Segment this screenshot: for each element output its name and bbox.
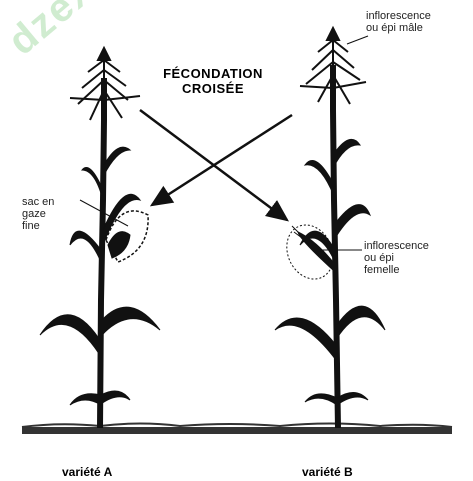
title-line-1: FÉCONDATION	[138, 66, 288, 81]
plant-variety-a	[40, 48, 160, 428]
ground	[22, 424, 452, 435]
diagram-title: FÉCONDATION CROISÉE	[138, 66, 288, 96]
label-inflorescence-male: inflorescence ou épi mâle	[366, 10, 431, 34]
leader-male	[347, 36, 368, 44]
title-line-2: CROISÉE	[138, 81, 288, 96]
label-sac: sac en gaze fine	[22, 196, 54, 232]
tassel-b	[300, 28, 366, 104]
label-sac-line-1: sac en	[22, 196, 54, 208]
label-inflorescence-femelle: inflorescence ou épi femelle	[364, 240, 429, 276]
label-femelle-line-3: femelle	[364, 264, 429, 276]
label-femelle-line-2: ou épi	[364, 252, 429, 264]
label-femelle-line-1: inflorescence	[364, 240, 429, 252]
arrow-b-to-a	[152, 115, 292, 205]
label-sac-line-2: gaze	[22, 208, 54, 220]
label-variety-b: variété B	[302, 465, 353, 479]
tassel-a	[70, 48, 140, 120]
plant-variety-b	[275, 28, 385, 428]
label-variety-a: variété A	[62, 465, 112, 479]
label-male-line-1: inflorescence	[366, 10, 431, 22]
label-sac-line-3: fine	[22, 220, 54, 232]
label-male-line-2: ou épi mâle	[366, 22, 431, 34]
